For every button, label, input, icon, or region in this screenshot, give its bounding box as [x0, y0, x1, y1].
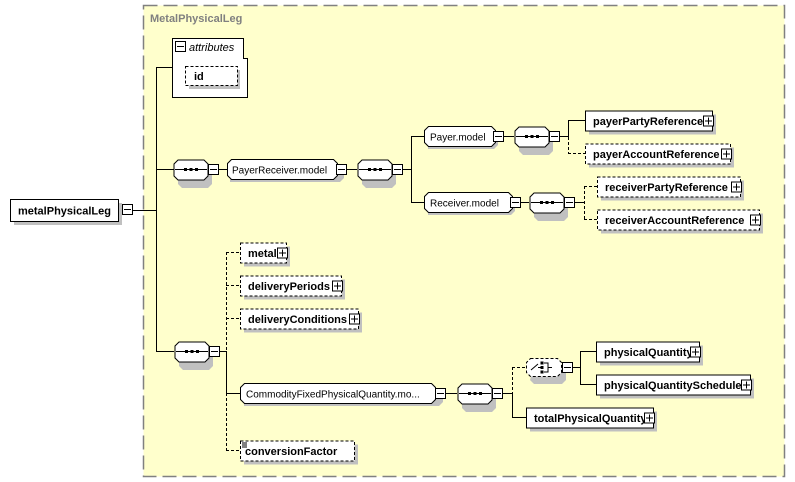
collapse-icon[interactable]	[336, 164, 347, 175]
group-label: CommodityFixedPhysicalQuantity.mo...	[246, 390, 420, 401]
element-metal[interactable]: metal	[240, 242, 291, 267]
element-label: payerPartyReference	[593, 116, 703, 128]
sequence-compositor[interactable]	[357, 159, 403, 188]
element-receiver-account-reference[interactable]: receiverAccountReference	[597, 209, 764, 234]
collapse-icon[interactable]	[122, 204, 133, 215]
root-element[interactable]: metalPhysicalLeg	[10, 199, 133, 226]
expand-icon[interactable]	[703, 115, 714, 127]
collapse-icon[interactable]	[392, 164, 403, 175]
element-conversion-factor[interactable]: conversionFactor	[240, 440, 359, 465]
element-label: receiverAccountReference	[605, 215, 744, 227]
collapse-icon[interactable]	[175, 41, 186, 52]
sequence-compositor[interactable]	[529, 192, 575, 221]
element-label: deliveryPeriods	[248, 281, 330, 293]
collapse-icon[interactable]	[209, 346, 220, 357]
element-label: deliveryConditions	[248, 314, 347, 326]
group-label: Payer.model	[430, 133, 486, 144]
collapse-icon[interactable]	[435, 388, 446, 399]
choice-icon	[530, 361, 552, 374]
collapse-icon[interactable]	[208, 164, 219, 175]
element-label: physicalQuantitySchedule	[604, 380, 742, 392]
element-label: totalPhysicalQuantity	[534, 413, 647, 425]
collapse-icon[interactable]	[562, 362, 573, 373]
choice-compositor[interactable]	[526, 358, 573, 385]
group-title: MetalPhysicalLeg	[150, 13, 242, 25]
expand-icon[interactable]	[750, 214, 761, 226]
group-payer-model[interactable]: Payer.model	[424, 126, 504, 150]
root-element-label: metalPhysicalLeg	[18, 206, 111, 218]
collapse-icon[interactable]	[549, 131, 560, 142]
attributes-box: attributes id	[172, 38, 248, 98]
group-commodity-fixed-physical-quantity-model[interactable]: CommodityFixedPhysicalQuantity.mo...	[240, 383, 446, 407]
element-label: metal	[248, 248, 277, 260]
expand-icon[interactable]	[721, 148, 732, 160]
expand-icon[interactable]	[349, 313, 360, 325]
element-total-physical-quantity[interactable]: totalPhysicalQuantity	[526, 407, 658, 432]
element-label: physicalQuantity	[604, 347, 694, 359]
sequence-compositor[interactable]	[457, 383, 503, 412]
group-label: Receiver.model	[430, 199, 499, 210]
group-receiver-model[interactable]: Receiver.model	[424, 192, 521, 216]
expand-icon[interactable]	[332, 280, 343, 292]
element-label: payerAccountReference	[593, 149, 720, 161]
element-label: conversionFactor	[245, 446, 338, 458]
expand-icon[interactable]	[277, 247, 288, 259]
simple-type-icon	[242, 442, 247, 448]
element-physical-quantity[interactable]: physicalQuantity	[596, 341, 704, 366]
expand-icon[interactable]	[731, 181, 742, 193]
element-payer-account-reference[interactable]: payerAccountReference	[585, 143, 735, 168]
sequence-compositor[interactable]	[514, 126, 560, 155]
element-delivery-conditions[interactable]: deliveryConditions	[240, 308, 363, 333]
attributes-title: attributes	[189, 42, 235, 54]
attribute-id-label: id	[194, 71, 204, 83]
collapse-icon[interactable]	[493, 131, 504, 142]
element-delivery-periods[interactable]: deliveryPeriods	[240, 275, 346, 300]
sequence-compositor[interactable]	[173, 159, 219, 188]
group-payer-receiver-model[interactable]: PayerReceiver.model	[227, 159, 347, 183]
collapse-icon[interactable]	[564, 197, 575, 208]
sequence-compositor[interactable]	[174, 341, 220, 370]
attribute-id[interactable]: id	[185, 66, 241, 90]
expand-icon[interactable]	[741, 379, 752, 391]
element-label: receiverPartyReference	[605, 182, 728, 194]
element-receiver-party-reference[interactable]: receiverPartyReference	[597, 176, 745, 201]
collapse-icon[interactable]	[492, 388, 503, 399]
group-label: PayerReceiver.model	[232, 166, 327, 177]
expand-icon[interactable]	[690, 346, 701, 358]
optional-connector-lines	[226, 137, 597, 451]
element-payer-party-reference[interactable]: payerPartyReference	[585, 110, 717, 135]
expand-icon[interactable]	[644, 412, 655, 424]
collapse-icon[interactable]	[510, 197, 521, 208]
element-physical-quantity-schedule[interactable]: physicalQuantitySchedule	[596, 374, 755, 399]
